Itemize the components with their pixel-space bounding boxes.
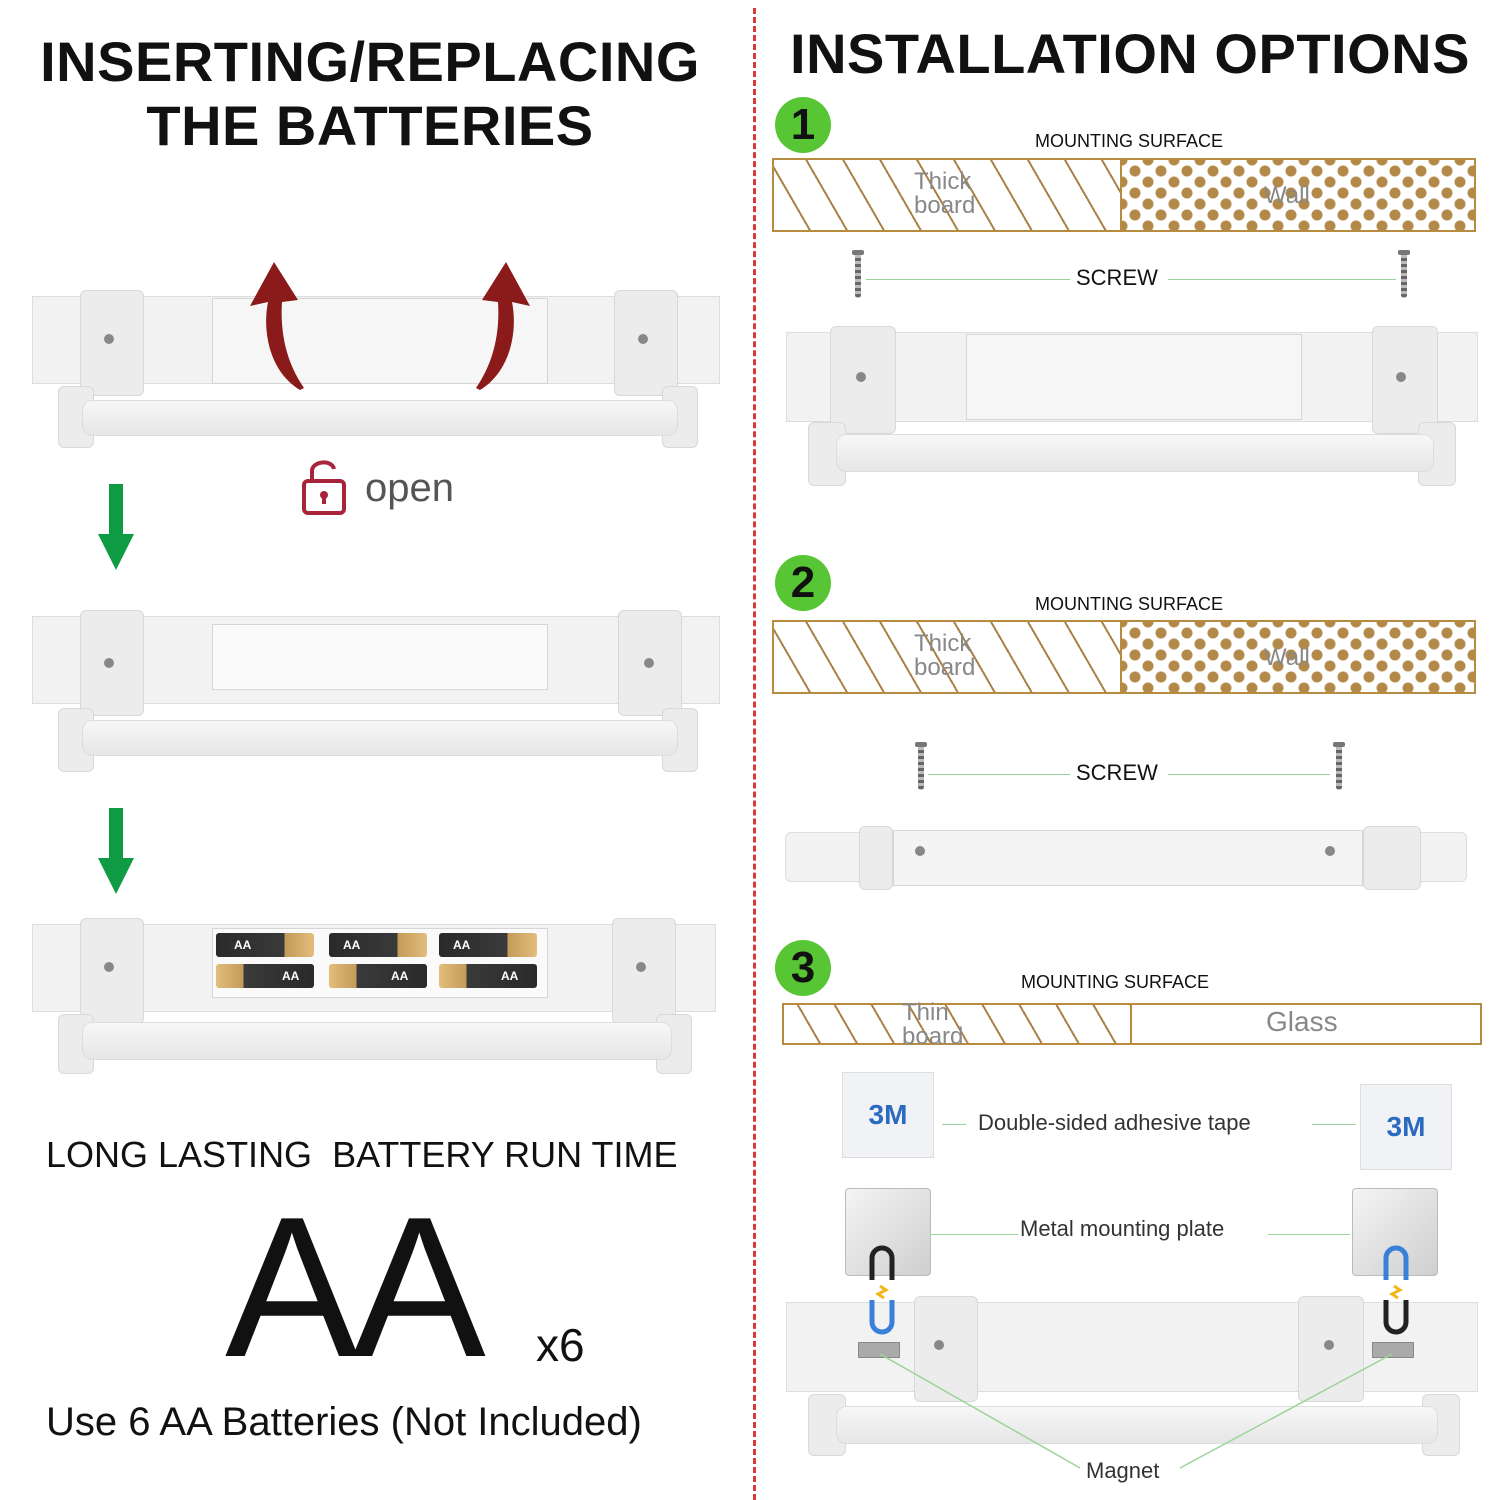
- option-3-badge: 3: [775, 940, 831, 996]
- padlock-open-icon: [302, 460, 346, 515]
- option-1-surface-label: MOUNTING SURFACE: [1035, 131, 1224, 151]
- screw-icon: [1398, 250, 1410, 298]
- battery-note: Use 6 AA Batteries (Not Included): [46, 1400, 642, 1444]
- curved-arrow-up-icon: [250, 262, 530, 390]
- battery-title-line1: INSERTING/REPLACING: [40, 30, 700, 93]
- adhesive-tape-icon: 3M: [1360, 1084, 1452, 1170]
- option-1-material-left: Thick board: [914, 168, 976, 219]
- magnet-attraction-icon: [869, 1245, 895, 1335]
- big-aa-label: AA: [225, 1176, 486, 1399]
- battery-cell: AA: [439, 933, 537, 957]
- screw-icon: [852, 250, 864, 298]
- option-2-badge: 2: [775, 555, 831, 611]
- option-2-surface-label: MOUNTING SURFACE: [1035, 594, 1224, 614]
- magnet-icon: [1372, 1342, 1414, 1358]
- metal-plate-icon: [845, 1188, 931, 1276]
- option-3-fixture: [786, 1296, 1480, 1458]
- option-1-badge: 1: [775, 97, 831, 153]
- option-3-surface-label: MOUNTING SURFACE: [1021, 972, 1210, 992]
- option-2-material-right: Wall: [1264, 644, 1310, 671]
- option-3-material-left: Thin board: [902, 999, 964, 1050]
- option-1-mounting-surface: Thick board Wall: [772, 158, 1476, 232]
- option-2-mounting-surface: Thick board Wall: [772, 620, 1476, 694]
- metal-plate-icon: [1352, 1188, 1438, 1276]
- battery-title-line2: THE BATTERIES: [146, 94, 594, 157]
- screw-icon: [915, 742, 927, 790]
- option-2-fastener-label: SCREW: [1076, 760, 1158, 785]
- arrow-down-icon: [98, 484, 134, 570]
- option-2-material-left: Thick board: [914, 630, 976, 681]
- screw-icon: [1333, 742, 1345, 790]
- runtime-label: LONG LASTING BATTERY RUN TIME: [46, 1134, 678, 1175]
- battery-cell: AA: [216, 933, 314, 957]
- installation-title: INSTALLATION OPTIONS: [790, 22, 1470, 85]
- option-1-material-right: Wall: [1264, 182, 1310, 209]
- option-1-fastener-label: SCREW: [1076, 265, 1158, 290]
- option-3-tape-label: Double-sided adhesive tape: [978, 1110, 1251, 1135]
- adhesive-tape-icon: 3M: [842, 1072, 934, 1158]
- option-1-fixture: [786, 326, 1480, 490]
- option-2-fixture: [785, 824, 1469, 894]
- magnet-attraction-icon: [1383, 1245, 1409, 1335]
- battery-title: INSERTING/REPLACING THE BATTERIES: [10, 30, 730, 158]
- magnet-pointer-lines: [880, 1353, 1393, 1469]
- battery-cell: AA: [439, 964, 537, 988]
- open-label: open: [365, 466, 454, 510]
- option-3-mounting-surface: Thin board Glass: [782, 1001, 1482, 1049]
- battery-cell: AA: [329, 933, 427, 957]
- option-3-plate-label: Metal mounting plate: [1020, 1216, 1225, 1241]
- fixture-open-empty: [32, 610, 722, 772]
- battery-cell: AA: [216, 964, 314, 988]
- option-3-material-right: Glass: [1266, 1006, 1338, 1037]
- battery-count: x6: [536, 1319, 585, 1371]
- magnet-icon: [858, 1342, 900, 1358]
- option-3-magnet-label: Magnet: [1086, 1458, 1160, 1483]
- arrow-down-icon: [98, 808, 134, 894]
- battery-cell: AA: [329, 964, 427, 988]
- column-divider: [753, 8, 756, 1500]
